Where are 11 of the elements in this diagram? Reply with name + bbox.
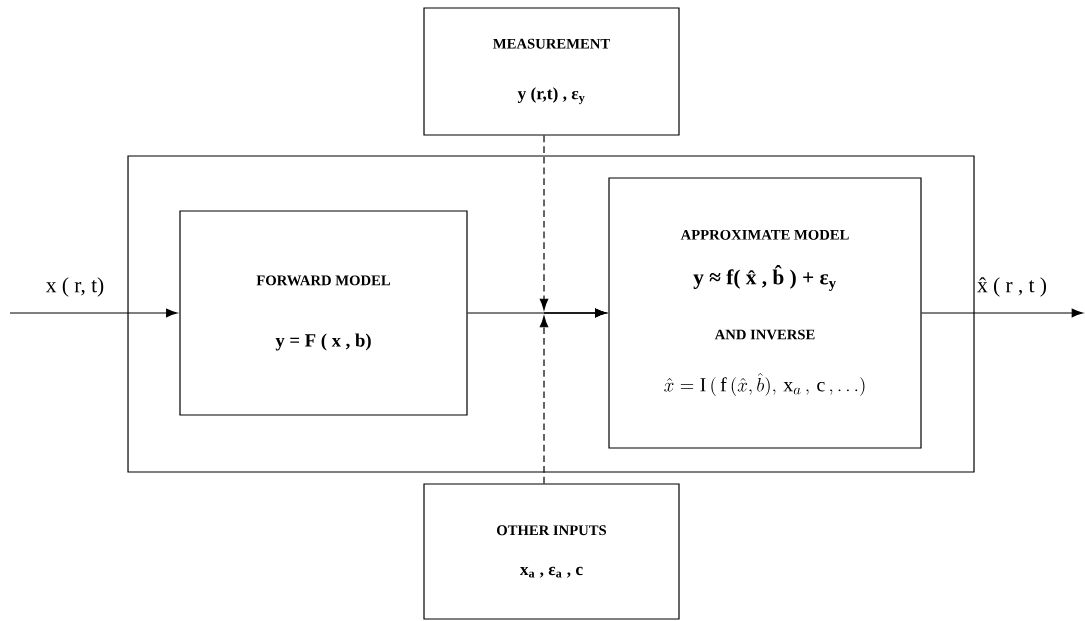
- measurement-box: MEASUREMENT y (r,t) , ε$_{y}$: [423, 7, 680, 136]
- input-box: OTHER INPUTS x$_{a}$ , ε$_{a}$ , c: [423, 483, 680, 620]
- arrow: [9, 308, 178, 318]
- model-box: APPROXIMATE MODEL y ≈ f( x̂ , b̂ ) + ε$_{y}$ AND INVERSE $\hat{x} = \mathrm{I}\,(\,\mathrm{f}\,(\hat{x},\hat{b}),\,\mathrm{x}_{a}\,,\,\mathrm{c}\,,\ldots)$: [608, 177, 922, 449]
- arrow: [539, 308, 607, 484]
- arrow: [539, 135, 549, 310]
- arrow: [921, 308, 1083, 318]
- edge-label: x ( r, t): [44, 276, 106, 298]
- frame-box: [127, 155, 975, 473]
- model-box: FORWARD MODEL y = F ( x , b): [179, 210, 468, 416]
- edge-label: x̂ ( r , t ): [975, 275, 1049, 299]
